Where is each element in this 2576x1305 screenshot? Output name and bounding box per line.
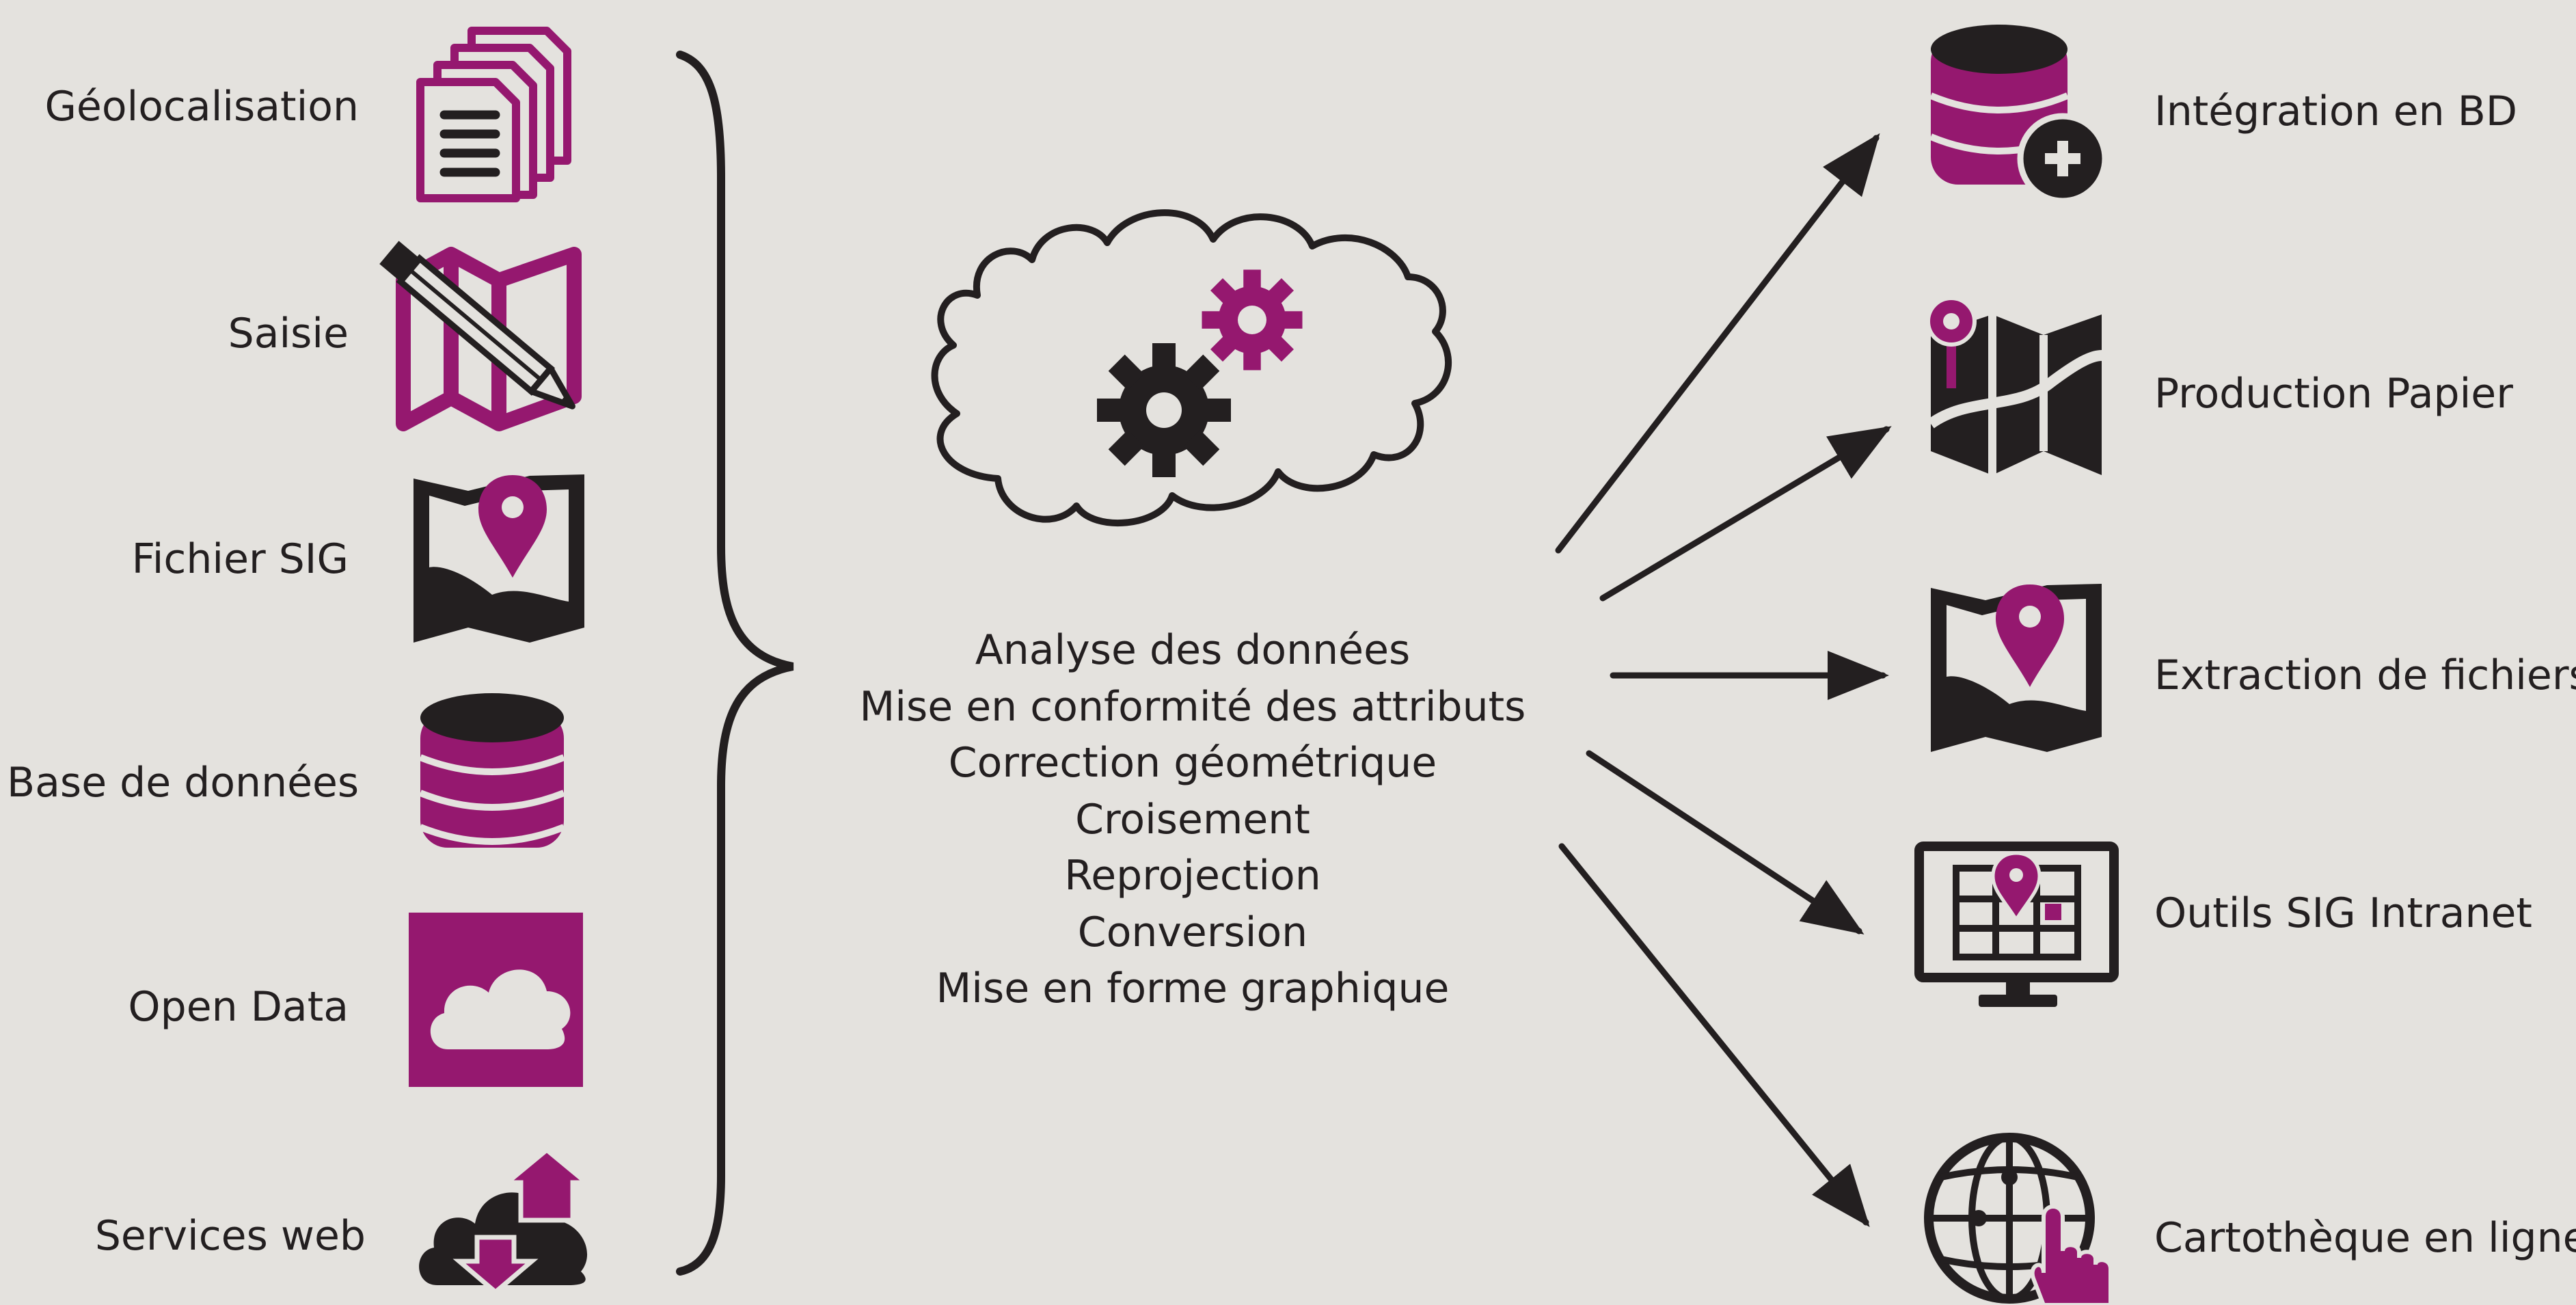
arrow-to-integration — [1555, 133, 1880, 554]
monitor-map-icon — [1914, 842, 2119, 1007]
processing-steps: Analyse des données Mise en conformité d… — [844, 622, 1541, 1017]
source-label-fichier-sig: Fichier SIG — [131, 535, 349, 583]
globe-hand-icon — [1924, 1133, 2113, 1305]
step-conversion: Conversion — [1077, 908, 1308, 956]
database-icon — [419, 693, 565, 848]
output-label-integration: Intégration en BD — [2154, 88, 2518, 135]
step-croisement: Croisement — [1075, 795, 1310, 844]
step-conformite: Mise en conformité des attributs — [859, 682, 1526, 731]
step-correction: Correction géométrique — [948, 739, 1437, 787]
source-label-geolocalisation: Géolocalisation — [44, 83, 359, 131]
cloud-square-icon — [409, 913, 583, 1087]
arrow-to-intranet — [1586, 750, 1865, 934]
output-label-intranet: Outils SIG Intranet — [2154, 889, 2532, 937]
step-reprojection: Reprojection — [1064, 852, 1321, 900]
documents-icon — [416, 27, 571, 202]
source-label-saisie: Saisie — [228, 310, 349, 358]
output-label-extraction: Extraction de fichiers — [2154, 651, 2576, 699]
step-analyse: Analyse des données — [975, 626, 1411, 674]
source-label-base-de-donnees: Base de données — [7, 759, 360, 807]
arrow-to-production — [1599, 426, 1892, 602]
output-label-production: Production Papier — [2154, 370, 2513, 418]
arrow-to-cartotheque — [1558, 843, 1870, 1227]
cloud-gears-icon — [931, 209, 1452, 527]
output-label-cartotheque: Cartothèque en ligne — [2154, 1214, 2576, 1262]
map-pin-icon — [1931, 584, 2102, 752]
map-pencil-icon — [379, 241, 582, 431]
map-pin-icon — [413, 474, 584, 643]
output-arrows — [1555, 133, 1892, 1227]
paper-map-icon — [1926, 296, 2102, 475]
source-label-open-data: Open Data — [128, 983, 349, 1031]
cloud-transfer-icon — [419, 1146, 593, 1295]
source-label-services-web: Services web — [94, 1212, 366, 1260]
step-mise-en-forme: Mise en forme graphique — [936, 965, 1450, 1012]
database-add-icon — [1929, 25, 2109, 204]
curly-brace — [676, 51, 794, 1276]
